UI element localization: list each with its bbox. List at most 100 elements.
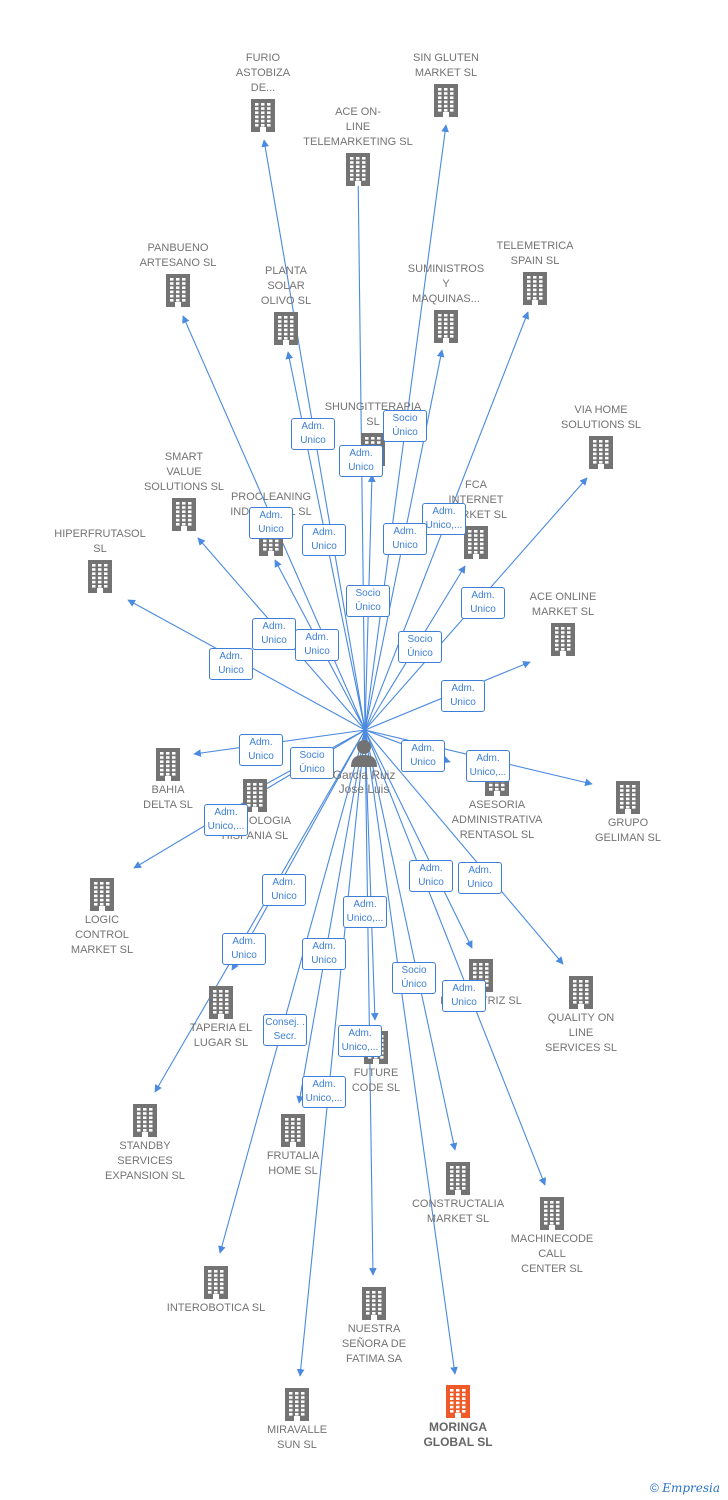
role-badge[interactable]: Adm. Unico,... (338, 1025, 382, 1057)
role-badge[interactable]: Adm. Unico (383, 523, 427, 555)
role-badge[interactable]: Adm. Unico (249, 507, 293, 539)
company-smart[interactable]: SMART VALUE SOLUTIONS SL (129, 450, 239, 531)
role-badge[interactable]: Adm. Unico (401, 740, 445, 772)
company-label: NUESTRA SEÑORA DE FATIMA SA (341, 1323, 407, 1365)
edge-standby (154, 729, 366, 1093)
center-person[interactable]: Garcia Ruiz Jose Luis (314, 738, 414, 796)
company-label: FRUTALIA HOME SL (266, 1150, 320, 1177)
company-singluten[interactable]: SIN GLUTEN MARKET SL (391, 51, 501, 117)
company-label: CONSTRUCTALIA MARKET SL (411, 1198, 505, 1225)
role-badge[interactable]: Adm. Unico,... (204, 804, 248, 836)
company-aceonline-market[interactable]: ACE ONLINE MARKET SL (508, 590, 618, 656)
building-icon (569, 976, 593, 1009)
company-hiperfrutasol[interactable]: HIPERFRUTASOL SL (45, 527, 155, 593)
building-icon (434, 84, 458, 117)
role-badge[interactable]: Socio Único (392, 962, 436, 994)
company-label: QUALITY ON LINE SERVICES SL (545, 1012, 617, 1054)
company-constructalia[interactable]: CONSTRUCTALIA MARKET SL (403, 1161, 513, 1227)
building-icon (251, 99, 275, 132)
company-panbueno[interactable]: PANBUENO ARTESANO SL (123, 241, 233, 307)
building-icon (274, 312, 298, 345)
building-icon (346, 153, 370, 186)
role-badge[interactable]: Adm. Unico,... (422, 503, 466, 535)
company-aceonline-tele[interactable]: ACE ON- LINE TELEMARKETING SL (303, 105, 413, 186)
copyright-symbol: © (650, 1481, 659, 1495)
company-label: BAHIA DELTA SL (143, 784, 193, 811)
footer-brand[interactable]: © Empresia (650, 1481, 720, 1495)
role-badge[interactable]: Adm. Unico (262, 874, 306, 906)
building-icon (90, 878, 114, 911)
building-icon (551, 623, 575, 656)
edge-incubatriz (364, 729, 473, 949)
company-viahome[interactable]: VIA HOME SOLUTIONS SL (546, 403, 656, 469)
company-telemetrica[interactable]: TELEMETRICA SPAIN SL (480, 239, 590, 305)
building-icon (540, 1197, 564, 1230)
role-badge[interactable]: Adm. Unico,... (343, 896, 387, 928)
company-interobotica[interactable]: INTEROBOTICA SL (161, 1265, 271, 1316)
company-geliman[interactable]: GRUPO GELIMAN SL (573, 780, 683, 846)
company-label: TELEMETRICA SPAIN SL (496, 240, 574, 267)
role-badge[interactable]: Adm. Unico (239, 734, 283, 766)
company-quality[interactable]: QUALITY ON LINE SERVICES SL (526, 975, 636, 1056)
role-badge[interactable]: Adm. Unico,... (302, 1076, 346, 1108)
company-furio[interactable]: FURIO ASTOBIZA DE... (208, 51, 318, 132)
role-badge[interactable]: Adm. Unico (441, 680, 485, 712)
building-icon (464, 526, 488, 559)
role-badge[interactable]: Socio Único (398, 631, 442, 663)
company-machinecode[interactable]: MACHINECODE CALL CENTER SL (497, 1196, 607, 1277)
building-icon (446, 1162, 470, 1195)
role-badge[interactable]: Adm. Unico (222, 933, 266, 965)
company-label: HIPERFRUTASOL SL (54, 528, 146, 555)
edge-quality (364, 729, 564, 965)
building-icon (209, 986, 233, 1019)
company-suministros[interactable]: SUMINISTROS Y MAQUINAS... (391, 262, 501, 343)
role-badge[interactable]: Socio Único (290, 747, 334, 779)
company-frutalia[interactable]: FRUTALIA HOME SL (238, 1113, 348, 1179)
role-badge[interactable]: Adm. Unico (302, 938, 346, 970)
edge-frutalia (296, 729, 366, 1104)
role-badge[interactable]: Socio Único (346, 585, 390, 617)
company-bahia[interactable]: BAHIA DELTA SL (113, 747, 223, 813)
company-label: SIN GLUTEN MARKET SL (412, 52, 479, 79)
company-label: STANDBY SERVICES EXPANSION SL (105, 1140, 185, 1182)
edge-interobotica (218, 729, 366, 1254)
role-badge[interactable]: Adm. Unico,... (466, 750, 510, 782)
edge-nuestra (364, 729, 377, 1276)
company-nuestra[interactable]: NUESTRA SEÑORA DE FATIMA SA (319, 1286, 429, 1367)
company-standby[interactable]: STANDBY SERVICES EXPANSION SL (90, 1103, 200, 1184)
building-icon (446, 1385, 470, 1418)
role-badge[interactable]: Adm. Unico (209, 648, 253, 680)
role-badge[interactable]: Adm. Unico (461, 587, 505, 619)
person-name: Garcia Ruiz Jose Luis (332, 768, 396, 796)
role-badge[interactable]: Consej. . Secr. (263, 1014, 307, 1046)
building-icon (434, 310, 458, 343)
company-label: MORINGA GLOBAL SL (423, 1420, 493, 1449)
building-icon (156, 748, 180, 781)
role-badge[interactable]: Socio Único (383, 410, 427, 442)
company-label: INTEROBOTICA SL (166, 1302, 266, 1314)
role-badge[interactable]: Adm. Unico (339, 445, 383, 477)
company-taperia[interactable]: TAPERIA EL LUGAR SL (166, 985, 276, 1051)
company-label: ACE ONLINE MARKET SL (529, 591, 597, 618)
company-miravalle[interactable]: MIRAVALLE SUN SL (242, 1387, 352, 1453)
role-badge[interactable]: Adm. Unico (409, 860, 453, 892)
brand-name: Empresia (662, 1481, 720, 1495)
edge-constructalia (364, 729, 458, 1151)
role-badge[interactable]: Adm. Unico (442, 980, 486, 1012)
role-badge[interactable]: Adm. Unico (252, 618, 296, 650)
company-label: PLANTA SOLAR OLIVO SL (260, 265, 312, 307)
company-label: VIA HOME SOLUTIONS SL (560, 404, 642, 431)
company-label: FUTURE CODE SL (351, 1067, 401, 1094)
company-logic[interactable]: LOGIC CONTROL MARKET SL (47, 877, 157, 958)
building-icon (172, 498, 196, 531)
role-badge[interactable]: Adm. Unico (291, 418, 335, 450)
company-label: ASESORIA ADMINISTRATIVA RENTASOL SL (451, 799, 543, 841)
building-icon (166, 274, 190, 307)
role-badge[interactable]: Adm. Unico (295, 629, 339, 661)
role-badge[interactable]: Adm. Unico (458, 862, 502, 894)
role-badge[interactable]: Adm. Unico (302, 524, 346, 556)
company-moringa[interactable]: MORINGA GLOBAL SL (403, 1384, 513, 1450)
building-icon (88, 560, 112, 593)
edge-miravalle (296, 729, 366, 1377)
company-planta[interactable]: PLANTA SOLAR OLIVO SL (231, 264, 341, 345)
